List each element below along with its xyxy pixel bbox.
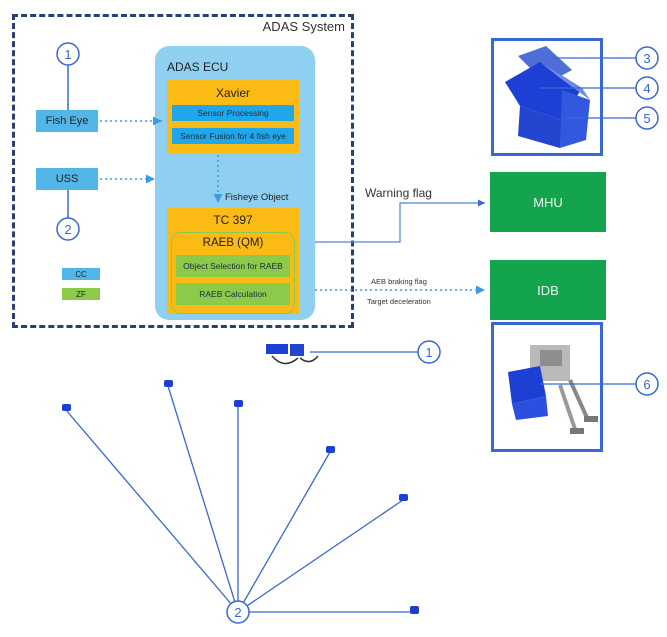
callout-number-1b: 1 — [425, 345, 432, 360]
callout-circle-4 — [635, 76, 659, 100]
target-deceleration-label: Target deceleration — [367, 297, 431, 306]
raeb-item-calculation: RAEB Calculation — [176, 283, 290, 305]
warning-flag-label: Warning flag — [365, 186, 432, 200]
sensor-fish-eye: Fish Eye — [36, 110, 98, 132]
mhu-component-image — [505, 46, 590, 148]
warning-flag-connector — [315, 199, 485, 243]
idb-photo-frame — [491, 322, 603, 452]
callout-circle-2b — [226, 600, 250, 624]
system-title: ADAS System — [262, 19, 345, 34]
fisheye-object-label: Fisheye Object — [225, 192, 289, 203]
sensor-uss: USS — [36, 168, 98, 190]
callout-circle-5 — [635, 106, 659, 130]
ecu-title: ADAS ECU — [167, 60, 229, 74]
aeb-braking-flag-label: AEB braking flag — [371, 277, 427, 286]
idb-component-image — [508, 345, 598, 434]
camera-rays — [65, 385, 414, 613]
ecu-hardware-icon — [266, 344, 319, 365]
callout-circle-1b — [417, 340, 441, 364]
callout-number-4: 4 — [643, 81, 650, 96]
legend-cc: CC — [62, 268, 100, 280]
xavier-title: Xavier — [215, 86, 250, 100]
raeb-frame: RAEB (QM) Object Selection for RAEB RAEB… — [171, 232, 295, 314]
callout-circle-2 — [56, 217, 80, 241]
callout-circle-6 — [635, 372, 659, 396]
callout-number-2: 2 — [64, 222, 71, 237]
callout-number-3: 3 — [643, 51, 650, 66]
adas-system-boundary: ADAS System — [12, 14, 354, 328]
idb-block: IDB — [490, 260, 606, 320]
callout-number-2b: 2 — [234, 605, 241, 620]
callout-number-5: 5 — [643, 111, 650, 126]
callout-circle-3 — [635, 46, 659, 70]
xavier-item-sensor-fusion: Sensor Fusion for 4 fish eye — [172, 128, 294, 144]
camera-icons — [62, 380, 419, 614]
xavier-block: Xavier Sensor Processing Sensor Fusion f… — [167, 80, 299, 153]
callout-circle-1 — [56, 42, 80, 66]
callout-number-1: 1 — [64, 47, 71, 62]
raeb-item-object-selection: Object Selection for RAEB — [176, 255, 290, 277]
tc397-block: TC 397 RAEB (QM) Object Selection for RA… — [167, 208, 299, 314]
raeb-title: RAEB (QM) — [202, 237, 264, 249]
tc397-title: TC 397 — [213, 213, 253, 227]
legend-zf: ZF — [62, 288, 100, 300]
mhu-block: MHU — [490, 172, 606, 232]
xavier-item-sensor-processing: Sensor Processing — [172, 105, 294, 121]
callout-number-6: 6 — [643, 377, 650, 392]
